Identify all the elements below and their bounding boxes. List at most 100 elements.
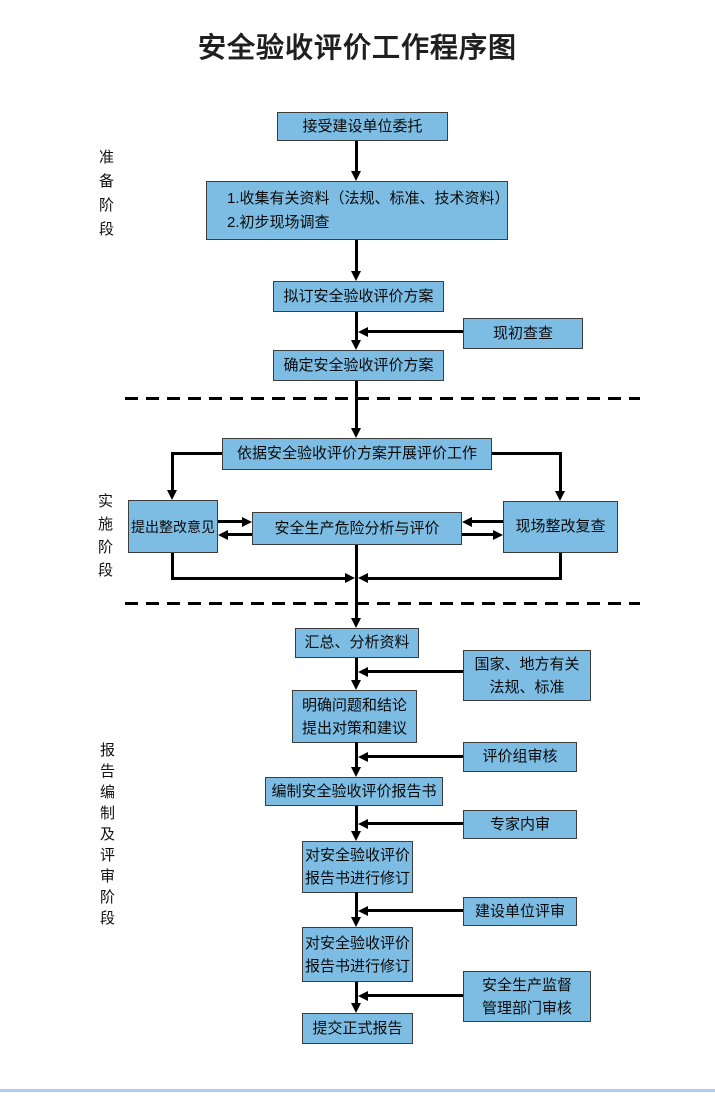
flow-line bbox=[355, 982, 358, 1003]
flow-line bbox=[171, 452, 174, 490]
arrowhead-down bbox=[351, 680, 361, 690]
flow-step-draft-plan: 拟订安全验收评价方案 bbox=[273, 281, 444, 312]
flow-step-clarify-conclusions: 明确问题和结论 提出对策和建议 bbox=[292, 690, 417, 743]
flow-step-label: 安全生产危险分析与评价 bbox=[274, 519, 440, 537]
flow-line bbox=[492, 452, 562, 455]
flow-line bbox=[368, 577, 562, 580]
flow-line bbox=[355, 892, 358, 917]
flow-line bbox=[355, 742, 358, 767]
arrowhead-right bbox=[242, 517, 252, 527]
flow-line bbox=[368, 994, 463, 997]
side-step-label-line1: 安全生产监督 bbox=[481, 976, 572, 994]
flow-line bbox=[355, 381, 358, 428]
side-step-client-review: 建设单位评审 bbox=[463, 897, 577, 926]
flow-step-carry-out-evaluation: 依据安全验收评价方案开展评价工作 bbox=[222, 438, 492, 470]
side-step-label: 现初查查 bbox=[492, 324, 553, 342]
arrowhead-down bbox=[351, 428, 361, 438]
flow-step-compile-report: 编制安全验收评价报告书 bbox=[265, 777, 443, 806]
arrowhead-left bbox=[358, 991, 368, 1001]
flow-step-suggest-rectification: 提出整改意见 bbox=[128, 500, 218, 553]
flow-step-label: 拟订安全验收评价方案 bbox=[283, 287, 434, 305]
flow-step-label-line1: 对安全验收评价 bbox=[304, 847, 410, 864]
arrowhead-down bbox=[555, 491, 565, 501]
flow-line bbox=[368, 822, 463, 825]
flow-line bbox=[355, 545, 358, 618]
side-step-site-check: 现初查查 bbox=[463, 318, 583, 349]
side-step-label-line1: 国家、地方有关 bbox=[474, 655, 580, 673]
stage-divider-dashed bbox=[125, 602, 640, 605]
side-step-laws-standards: 国家、地方有关 法规、标准 bbox=[463, 650, 591, 701]
side-step-team-review: 评价组审核 bbox=[463, 742, 577, 772]
flow-step-label-line2: 提出对策和建议 bbox=[301, 719, 407, 737]
arrowhead-left bbox=[358, 752, 368, 762]
side-step-label: 建设单位评审 bbox=[474, 902, 565, 920]
flow-step-confirm-plan: 确定安全验收评价方案 bbox=[273, 350, 444, 381]
arrowhead-left bbox=[358, 906, 368, 916]
stage-label-preparation: 准备阶段 bbox=[98, 149, 114, 238]
side-step-expert-review: 专家内审 bbox=[463, 810, 577, 839]
flow-line bbox=[368, 330, 463, 333]
arrowhead-down bbox=[351, 618, 361, 628]
flow-line bbox=[355, 806, 358, 831]
flow-step-label: 依据安全验收评价方案开展评价工作 bbox=[236, 445, 477, 462]
flow-step-label-line2: 报告书进行修订 bbox=[304, 870, 410, 887]
stage-divider-dashed bbox=[125, 397, 640, 400]
flow-line bbox=[368, 909, 463, 912]
page-bottom-rule bbox=[0, 1089, 715, 1092]
flow-step-label-line1: 明确问题和结论 bbox=[301, 696, 407, 714]
flow-step-label: 现场整改复查 bbox=[515, 518, 606, 535]
flow-step-label-line2: 报告书进行修订 bbox=[304, 957, 410, 975]
flow-step-accept-commission: 接受建设单位委托 bbox=[277, 112, 448, 141]
arrowhead-left bbox=[218, 530, 228, 540]
flow-line bbox=[218, 520, 242, 523]
arrowhead-down bbox=[351, 767, 361, 777]
side-step-label: 专家内审 bbox=[489, 815, 550, 833]
arrowhead-down bbox=[351, 171, 361, 181]
flow-line bbox=[172, 452, 222, 455]
arrowhead-left bbox=[358, 667, 368, 677]
flow-step-submit-report: 提交正式报告 bbox=[302, 1013, 413, 1044]
flow-line bbox=[355, 312, 358, 340]
stage-label-implementation: 实施阶段 bbox=[97, 493, 113, 579]
arrowhead-left bbox=[358, 819, 368, 829]
flow-step-label: 提交正式报告 bbox=[312, 1019, 403, 1037]
flow-step-label: 确定安全验收评价方案 bbox=[283, 356, 434, 374]
flow-step-label: 汇总、分析资料 bbox=[304, 634, 410, 651]
flow-line bbox=[355, 240, 358, 271]
flow-line bbox=[368, 670, 463, 673]
flow-step-summarize-data: 汇总、分析资料 bbox=[295, 628, 419, 658]
flow-line bbox=[462, 533, 493, 536]
arrowhead-down bbox=[351, 917, 361, 927]
side-step-label-line2: 法规、标准 bbox=[489, 678, 565, 696]
flow-step-label: 编制安全验收评价报告书 bbox=[271, 782, 437, 800]
flow-line bbox=[228, 533, 252, 536]
flow-line bbox=[355, 141, 358, 172]
flow-step-label-line2: 2.初步现场调查 bbox=[227, 213, 330, 231]
side-step-label: 评价组审核 bbox=[482, 748, 558, 765]
arrowhead-left bbox=[358, 327, 368, 337]
side-step-authority-review: 安全生产监督 管理部门审核 bbox=[463, 971, 591, 1022]
flow-step-label-line1: 1.收集有关资料（法规、标准、技术资料） bbox=[227, 189, 510, 207]
flow-step-hazard-analysis: 安全生产危险分析与评价 bbox=[252, 512, 462, 545]
stage-label-reporting: 报告编制及评审阶段 bbox=[99, 742, 115, 927]
arrowhead-left bbox=[358, 573, 368, 583]
arrowhead-right bbox=[345, 573, 355, 583]
flow-step-revise-report-2: 对安全验收评价 报告书进行修订 bbox=[302, 927, 413, 982]
flow-step-label-line1: 对安全验收评价 bbox=[304, 934, 410, 952]
flow-step-label: 接受建设单位委托 bbox=[302, 117, 423, 135]
arrowhead-down bbox=[351, 831, 361, 841]
arrowhead-left bbox=[462, 517, 472, 527]
arrowhead-down bbox=[351, 1003, 361, 1013]
flow-step-site-recheck: 现场整改复查 bbox=[503, 501, 618, 553]
flow-step-collect-data: 1.收集有关资料（法规、标准、技术资料） 2.初步现场调查 bbox=[206, 181, 510, 240]
flow-line bbox=[559, 452, 562, 491]
flow-line bbox=[559, 553, 562, 580]
flow-step-label: 提出整改意见 bbox=[131, 518, 215, 535]
flow-line bbox=[171, 553, 174, 580]
flow-line bbox=[355, 658, 358, 680]
arrowhead-down bbox=[351, 340, 361, 350]
flow-line bbox=[368, 755, 463, 758]
arrowhead-down bbox=[167, 490, 177, 500]
flow-line bbox=[472, 520, 503, 523]
